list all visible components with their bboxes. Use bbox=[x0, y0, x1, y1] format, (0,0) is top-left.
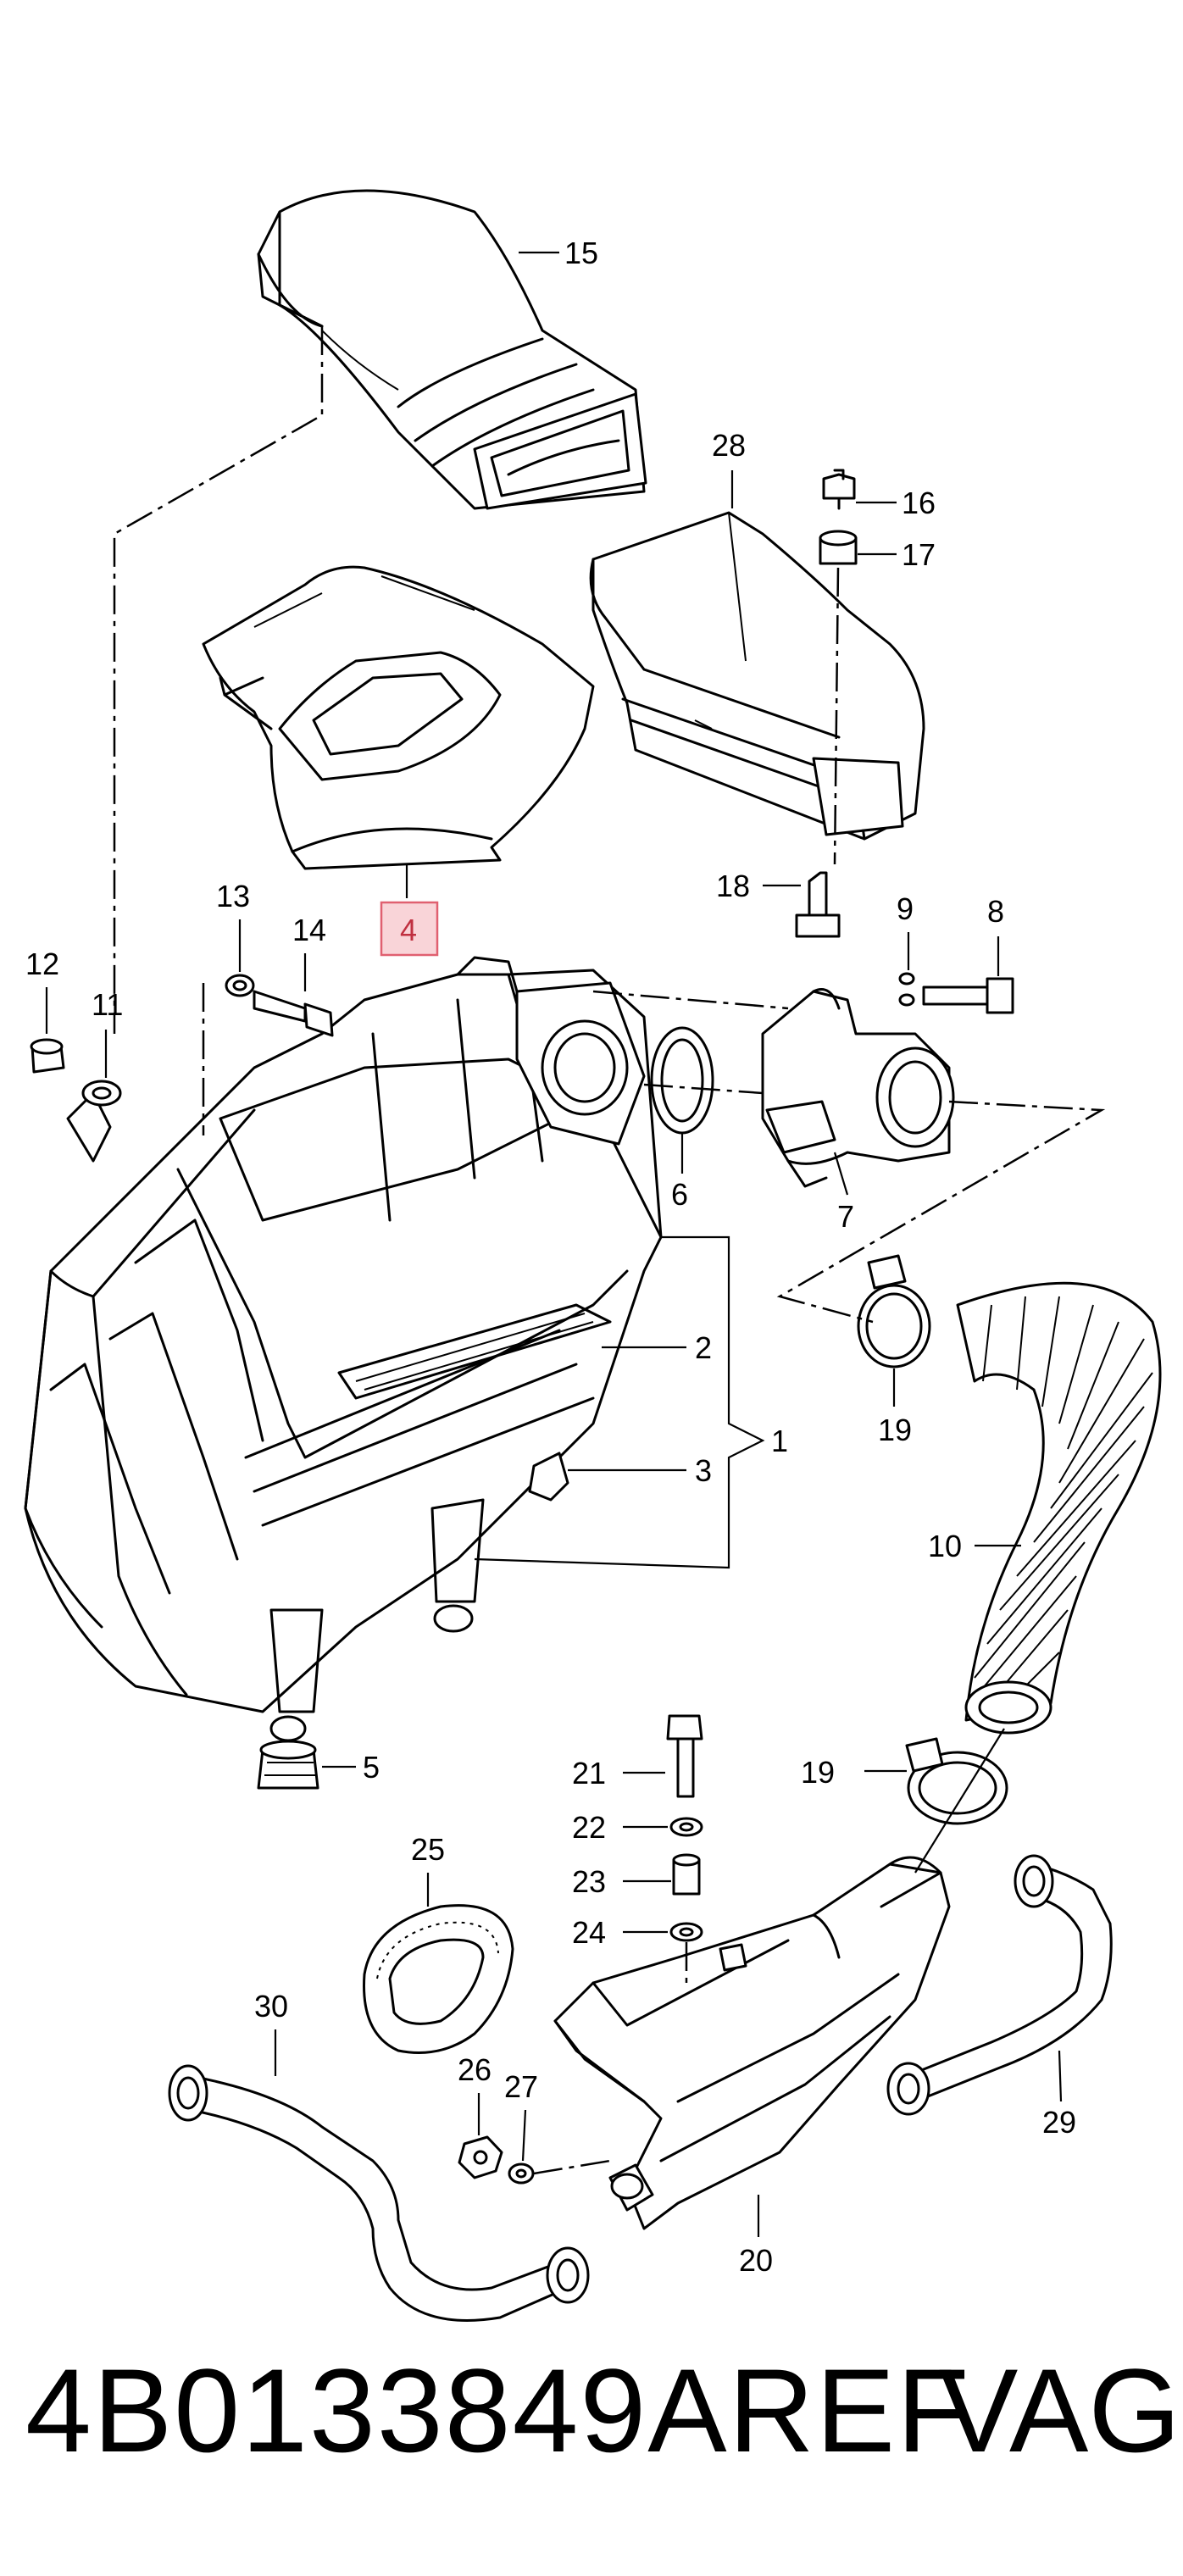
part-4-air-guide bbox=[202, 565, 595, 870]
callout-24: 24 bbox=[572, 1915, 606, 1950]
callout-29: 29 bbox=[1042, 2105, 1076, 2140]
callout-19-lower: 19 bbox=[801, 1755, 835, 1790]
leader-hose-to-resonator bbox=[914, 1728, 1005, 1874]
footer: 4B0133849AREF VAG bbox=[0, 2347, 1183, 2474]
part-9-washer bbox=[898, 972, 915, 1007]
brand-label: VAG bbox=[939, 2344, 1181, 2477]
part-13-washer bbox=[225, 974, 255, 997]
callout-5: 5 bbox=[363, 1750, 380, 1785]
callout-1: 1 bbox=[771, 1424, 788, 1458]
callout-21: 21 bbox=[572, 1756, 606, 1790]
axis-7-right bbox=[776, 1100, 1106, 1324]
callout-19-upper: 19 bbox=[878, 1413, 912, 1447]
leader-1-bracket bbox=[474, 1235, 765, 1569]
part-3-clip bbox=[528, 1452, 569, 1502]
part-30-hose bbox=[168, 2064, 590, 2322]
part-17-grommet bbox=[819, 530, 858, 565]
leader-7 bbox=[833, 1152, 849, 1196]
callout-12: 12 bbox=[25, 947, 59, 981]
axis-6-7 bbox=[592, 990, 789, 1095]
part-2-filter-element bbox=[337, 1303, 612, 1400]
part-19-clamp-upper bbox=[857, 1254, 931, 1368]
part-25-gasket bbox=[363, 1904, 514, 2054]
callout-6: 6 bbox=[671, 1177, 688, 1212]
part-16-bolt bbox=[822, 469, 856, 510]
callout-28: 28 bbox=[712, 428, 746, 463]
part-6-seal-ring bbox=[650, 1026, 714, 1135]
part-1-air-filter-housing bbox=[24, 956, 663, 1713]
callout-4[interactable]: 4 bbox=[400, 913, 417, 947]
callout-14: 14 bbox=[292, 913, 326, 947]
part-8-bolt bbox=[922, 977, 1014, 1014]
part-18-screw bbox=[795, 871, 841, 938]
callout-17: 17 bbox=[902, 537, 936, 572]
leader-27 bbox=[521, 2109, 527, 2162]
part-12-plug bbox=[30, 1038, 65, 1074]
callout-11: 11 bbox=[92, 987, 123, 1022]
part-10-corrugated-hose bbox=[956, 1281, 1162, 1735]
axis-26-27 bbox=[533, 2159, 611, 2175]
callout-10: 10 bbox=[928, 1529, 962, 1563]
leader-29 bbox=[1058, 2050, 1063, 2102]
callout-22: 22 bbox=[572, 1810, 606, 1845]
part-19-clamp-lower bbox=[905, 1737, 1008, 1825]
callout-4-highlight[interactable] bbox=[380, 901, 439, 957]
axis-15-to-11 bbox=[113, 326, 324, 1034]
part-28-upper-duct bbox=[589, 511, 925, 841]
callout-9: 9 bbox=[897, 891, 914, 926]
callout-3: 3 bbox=[695, 1453, 712, 1488]
callout-18: 18 bbox=[716, 869, 750, 903]
callout-2: 2 bbox=[695, 1330, 712, 1365]
part-number: 4B0133849AREF bbox=[25, 2344, 971, 2477]
part-21-bolt bbox=[666, 1714, 703, 1798]
callout-25: 25 bbox=[411, 1832, 445, 1867]
part-26-nut bbox=[458, 2135, 503, 2179]
part-23-sleeve bbox=[672, 1853, 701, 1896]
part-15-intake-duct bbox=[257, 189, 647, 510]
callout-16: 16 bbox=[902, 486, 936, 520]
part-20-resonator bbox=[553, 1856, 951, 2230]
part-11-washer bbox=[81, 1080, 122, 1107]
part-22-washer bbox=[669, 1817, 703, 1837]
part-27-washer bbox=[508, 2162, 535, 2185]
part-1-feet bbox=[269, 1498, 485, 1742]
callout-15: 15 bbox=[564, 236, 598, 270]
callout-20: 20 bbox=[739, 2243, 773, 2278]
callout-13: 13 bbox=[216, 879, 250, 913]
callout-7: 7 bbox=[837, 1199, 854, 1234]
part-29-hose bbox=[886, 1854, 1113, 2116]
part-7-air-mass-meter bbox=[761, 988, 955, 1188]
part-14-bolt bbox=[253, 990, 334, 1037]
callout-23: 23 bbox=[572, 1864, 606, 1899]
callout-8: 8 bbox=[987, 894, 1004, 929]
callout-30: 30 bbox=[254, 1989, 288, 2024]
callout-26: 26 bbox=[458, 2052, 492, 2087]
part-5-rubber-mount bbox=[257, 1740, 319, 1790]
callout-27: 27 bbox=[504, 2069, 538, 2104]
axis-16-18 bbox=[833, 567, 840, 865]
part-24-washer bbox=[669, 1922, 703, 1942]
